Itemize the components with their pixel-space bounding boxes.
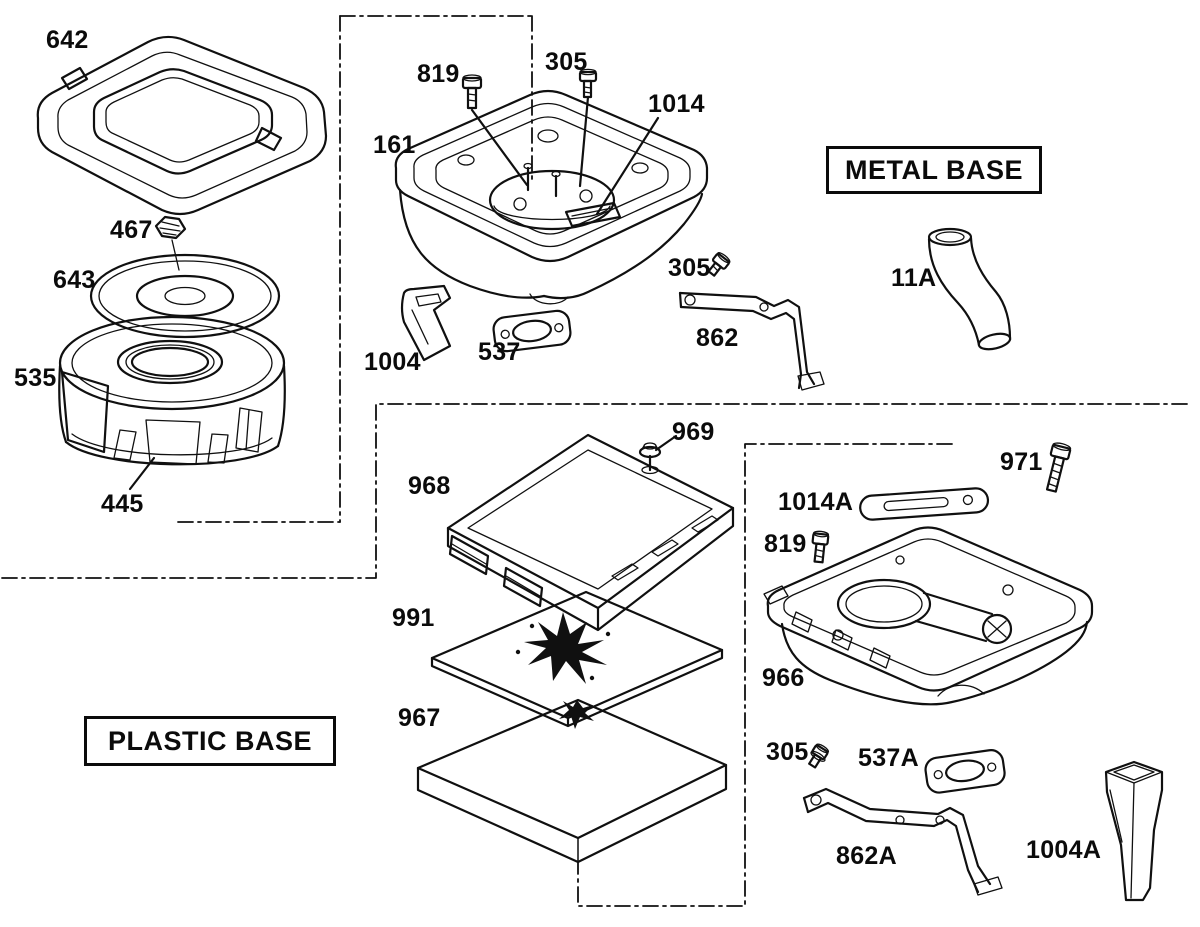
part-drawing-plate-1014a <box>859 487 990 521</box>
part-label-819-top: 819 <box>417 60 460 88</box>
section-divider-main <box>1 403 1193 579</box>
section-divider-left-group <box>177 15 533 523</box>
part-drawing-bracket-1004 <box>400 284 452 362</box>
part-drawing-gasket-537 <box>492 309 572 353</box>
part-drawing-precleaner-991 <box>430 590 724 729</box>
part-drawing-screw-819-bottom <box>811 530 830 564</box>
part-label-535: 535 <box>14 364 57 392</box>
part-label-643: 643 <box>53 266 96 294</box>
part-label-161: 161 <box>373 131 416 159</box>
part-drawing-tube-11a <box>927 227 1012 351</box>
part-drawing-brace-862 <box>678 291 825 391</box>
part-drawing-pleated-filter-967 <box>416 698 728 864</box>
part-drawing-filter-cartridge-535 <box>58 315 286 491</box>
part-label-537: 537 <box>478 338 521 366</box>
part-label-971: 971 <box>1000 448 1043 476</box>
part-label-467: 467 <box>110 216 153 244</box>
part-label-862a: 862A <box>836 842 897 870</box>
part-label-1014a: 1014A <box>778 488 854 516</box>
part-drawing-gasket-537a <box>924 749 1006 794</box>
part-label-991: 991 <box>392 604 435 632</box>
part-label-862: 862 <box>696 324 739 352</box>
part-drawing-bracket-1004a <box>1104 760 1164 902</box>
part-drawing-bolt-305-bottom <box>808 743 830 769</box>
part-label-1004: 1004 <box>364 348 421 376</box>
part-label-969: 969 <box>672 418 715 446</box>
part-drawing-metal-base-161 <box>394 89 709 305</box>
part-drawing-knob-467 <box>154 215 187 271</box>
section-label-metal-base: METAL BASE <box>826 146 1042 194</box>
part-label-967: 967 <box>398 704 441 732</box>
part-drawing-screw-819-top <box>461 74 483 110</box>
part-label-537a: 537A <box>858 744 919 772</box>
part-drawing-ring-cover-643 <box>89 253 281 339</box>
part-drawing-knob-969 <box>638 434 678 475</box>
part-label-445: 445 <box>101 490 144 518</box>
part-label-642: 642 <box>46 26 89 54</box>
part-label-11a: 11A <box>891 264 937 292</box>
part-label-1014: 1014 <box>648 90 705 118</box>
part-drawing-plastic-base-966 <box>763 526 1094 706</box>
section-label-plastic-base: PLASTIC BASE <box>84 716 336 766</box>
part-label-305-mid: 305 <box>668 254 711 282</box>
part-label-1004a: 1004A <box>1026 836 1102 864</box>
part-drawing-filter-cover-968 <box>446 433 735 632</box>
part-label-819-bottom: 819 <box>764 530 807 558</box>
part-drawing-cover-642 <box>36 35 328 216</box>
part-drawing-screw-971 <box>1045 442 1072 493</box>
section-divider-lower-right <box>577 443 953 907</box>
part-drawing-brace-862a <box>802 787 1003 896</box>
part-drawing-bolt-305-mid <box>707 252 731 277</box>
part-label-305-top: 305 <box>545 48 588 76</box>
part-label-968: 968 <box>408 472 451 500</box>
part-label-305-bottom: 305 <box>766 738 809 766</box>
part-drawing-screw-305-top <box>578 68 598 99</box>
part-label-966: 966 <box>762 664 805 692</box>
